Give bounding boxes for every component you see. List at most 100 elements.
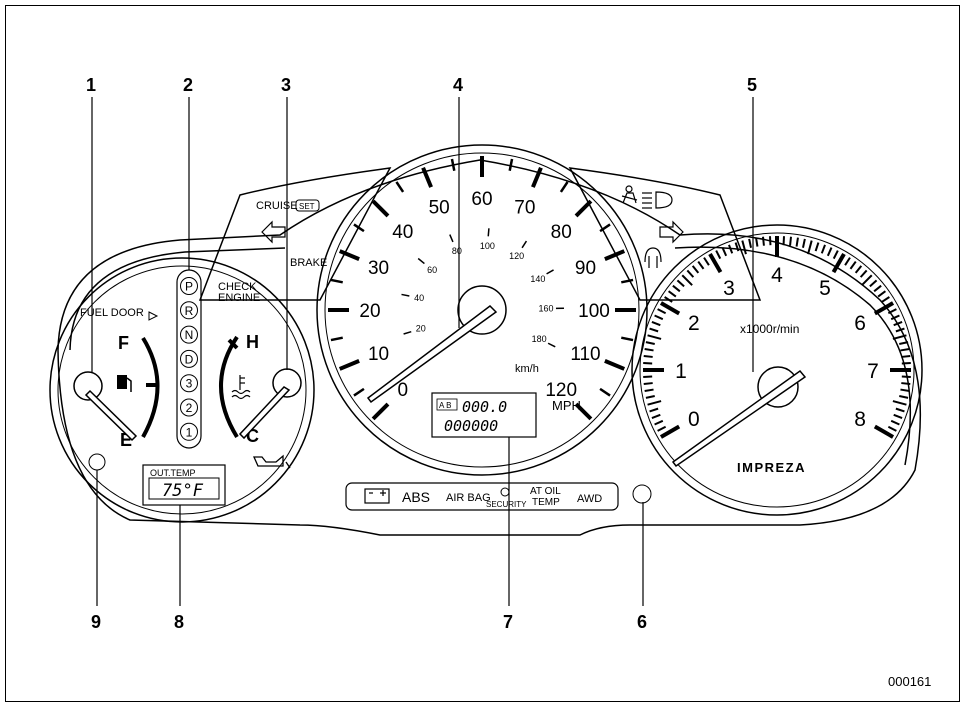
tach-minor-tick <box>900 348 910 352</box>
mph-major-tick <box>338 249 360 261</box>
tach-minor-tick <box>691 265 700 274</box>
tach-minor-tick <box>645 341 655 345</box>
tach-minor-tick <box>873 284 882 293</box>
gear-position-ring <box>180 301 198 320</box>
mph-minor-tick <box>395 181 405 193</box>
fuel-pump-icon <box>117 375 132 392</box>
callout-6: 6 <box>637 612 647 632</box>
tach-minor-tick <box>703 257 710 266</box>
odometer-display: A B 000.0 000000 <box>431 392 537 438</box>
check-engine-line1: CHECK <box>218 281 257 293</box>
temp-scale-arc <box>219 335 239 439</box>
tach-minor-tick <box>645 395 655 399</box>
kmh-unit: km/h <box>515 363 539 375</box>
tach-minor-tick <box>647 334 662 340</box>
kmh-tick-label: 140 <box>530 274 545 284</box>
tach-minor-tick <box>892 334 907 340</box>
outside-temp-display: OUT.TEMP 75°F <box>142 464 226 506</box>
tach-minor-tick <box>900 388 910 392</box>
tach-major-tick <box>873 301 895 316</box>
tach-minor-tick <box>901 354 911 358</box>
gear-position-ring <box>180 277 198 295</box>
tach-minor-tick <box>715 250 722 260</box>
brand-logo: IMPREZA <box>737 460 806 475</box>
awd-label: AWD <box>577 493 602 505</box>
fuel-door-label: FUEL DOOR <box>80 307 144 319</box>
tach-tick-label: 7 <box>867 360 879 383</box>
tach-minor-tick <box>697 261 705 270</box>
high-beam-icon <box>642 191 673 209</box>
mph-tick-label: 110 <box>570 344 600 365</box>
mph-minor-tick <box>353 223 365 233</box>
mph-minor-tick <box>353 387 365 397</box>
tach-minor-tick <box>861 274 873 286</box>
tach-minor-tick <box>890 314 900 321</box>
kmh-tick <box>487 228 490 237</box>
oil-pressure-icon <box>252 454 291 469</box>
kmh-tick <box>417 257 425 265</box>
tach-tick-label: 1 <box>675 360 687 383</box>
at-temp-label: TEMP <box>532 497 560 508</box>
gear-position-ring <box>180 325 198 344</box>
tach-minor-tick <box>654 314 664 321</box>
warning-light-strip: ABS AIR BAG SECURITY AT OIL TEMP AWD <box>345 482 619 511</box>
tach-minor-tick <box>890 419 900 426</box>
kmh-tick-label: 60 <box>427 265 437 275</box>
turn-left-icon <box>261 220 286 244</box>
tach-minor-tick <box>854 265 863 274</box>
passenger-airbag-icon <box>644 247 662 268</box>
fuel-needle-hub <box>73 371 103 401</box>
mph-tick-label: 30 <box>368 258 389 279</box>
tach-minor-tick <box>721 247 728 257</box>
cruise-label: CRUISE <box>256 200 298 212</box>
tach-minor-tick <box>807 240 813 255</box>
tach-minor-tick <box>789 236 793 246</box>
kmh-tick-label: 120 <box>509 251 524 261</box>
tach-minor-tick <box>748 238 752 248</box>
left-gauge <box>49 257 315 523</box>
kmh-tick-label: 40 <box>414 293 424 303</box>
mph-major-tick <box>421 166 433 188</box>
gear-position-label: 3 <box>186 377 193 391</box>
tach-minor-tick <box>755 237 759 247</box>
tach-minor-tick <box>649 327 659 333</box>
callout-9: 9 <box>91 612 101 632</box>
tach-minor-tick <box>657 425 667 432</box>
tach-minor-tick <box>795 237 799 247</box>
kmh-tick-label: 180 <box>532 334 547 344</box>
callout-5: 5 <box>747 75 757 95</box>
trip-reset-knob[interactable] <box>632 484 652 504</box>
tach-minor-tick <box>893 321 903 327</box>
mph-minor-tick <box>330 336 343 342</box>
mph-tick-label: 100 <box>578 301 610 322</box>
mph-tick-label: 0 <box>398 380 409 401</box>
outside-temp-label: OUT.TEMP <box>150 468 196 478</box>
tach-tick-label: 0 <box>688 408 700 431</box>
airbag-label: AIR BAG <box>446 492 491 504</box>
tach-minor-tick <box>802 238 806 248</box>
tach-minor-tick <box>832 250 839 260</box>
tach-minor-tick <box>895 407 905 413</box>
odometer-total: 000000 <box>444 417 498 435</box>
mph-minor-tick <box>599 387 611 397</box>
tach-minor-tick <box>686 269 695 278</box>
fuel-door-arrow-icon <box>148 311 159 321</box>
tach-minor-tick <box>844 257 851 266</box>
mph-major-tick <box>371 199 390 218</box>
tachometer-unit: x1000r/min <box>740 322 799 336</box>
tach-minor-tick <box>814 242 820 252</box>
gear-position-label: N <box>185 328 194 342</box>
mph-minor-tick <box>559 181 569 193</box>
tach-minor-tick <box>654 419 664 426</box>
figure-frame <box>5 5 960 702</box>
tachometer-ticks <box>643 236 911 439</box>
turn-right-icon <box>659 220 684 244</box>
tach-minor-tick <box>887 308 897 315</box>
tach-minor-tick <box>761 236 765 246</box>
tach-minor-tick <box>664 296 673 303</box>
